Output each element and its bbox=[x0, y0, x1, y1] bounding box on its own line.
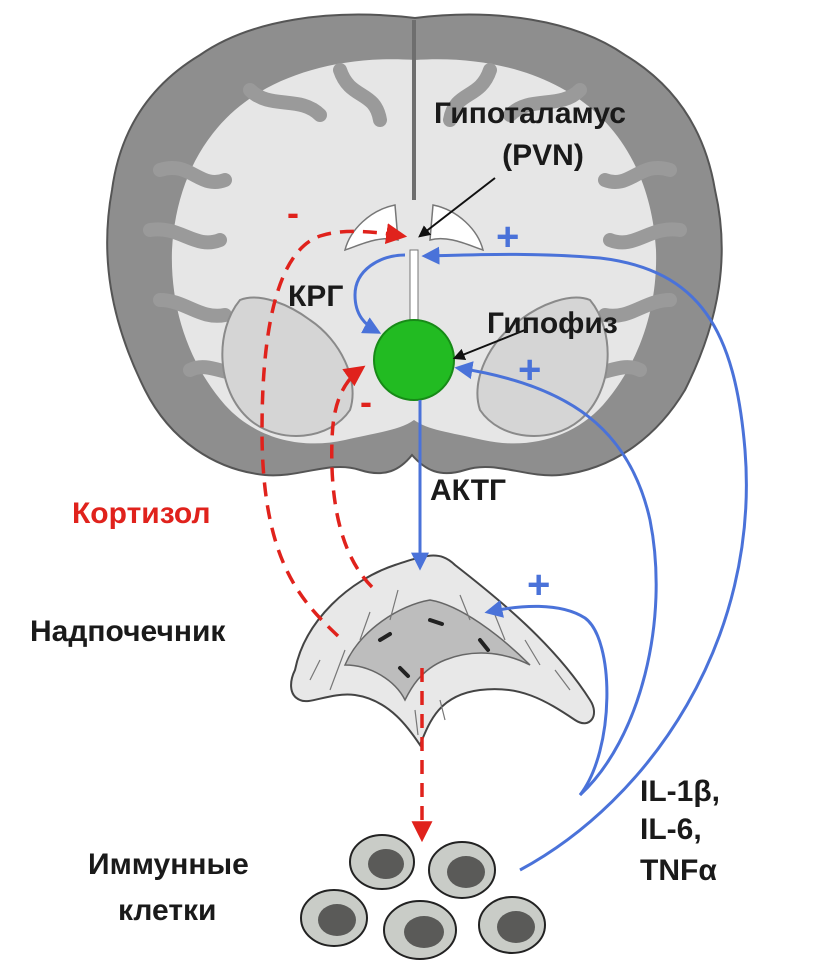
adrenal-label: Надпочечник bbox=[30, 615, 226, 648]
minus-sign-hypothalamus: - bbox=[287, 192, 299, 233]
immune-cell bbox=[300, 889, 368, 947]
inhibition-arrows bbox=[260, 223, 433, 843]
immune-cell bbox=[428, 841, 496, 899]
immune-cell bbox=[383, 900, 457, 960]
plus-sign-pituitary: + bbox=[518, 348, 541, 392]
adrenal-gland bbox=[290, 554, 595, 748]
ventricle-right bbox=[429, 204, 485, 252]
plus-sign-adrenal: + bbox=[527, 563, 550, 607]
crh-label: КРГ bbox=[288, 280, 343, 313]
cortisol-to-pituitary-arrow bbox=[330, 365, 374, 589]
pituitary-gland bbox=[373, 319, 455, 401]
acth-label: АКТГ bbox=[430, 474, 506, 507]
minus-sign-pituitary: - bbox=[360, 381, 372, 422]
crh-arrow bbox=[353, 253, 406, 334]
adrenal-veins bbox=[378, 618, 490, 678]
cortisol-to-hypothalamus-arrow bbox=[260, 223, 408, 638]
stimulation-arrows bbox=[353, 246, 748, 872]
hypothalamus-subtitle: (PVN) bbox=[502, 139, 584, 172]
plus-sign-hypothalamus: + bbox=[496, 215, 519, 259]
brain-section bbox=[106, 13, 723, 477]
hypothalamus-label: Гипоталамус bbox=[434, 97, 626, 130]
cytokines-label-1: IL-1β, bbox=[640, 775, 720, 808]
third-ventricle bbox=[409, 249, 419, 331]
pituitary-label: Гипофиз bbox=[487, 307, 618, 340]
pointer-hypothalamus bbox=[418, 177, 496, 238]
cortisol-label: Кортизол bbox=[72, 497, 211, 530]
adrenal-medulla bbox=[343, 599, 531, 702]
cytokines-label-3: TNFα bbox=[640, 854, 717, 887]
cytokine-to-adrenal-arrow bbox=[484, 600, 609, 796]
cytokines-label-2: IL-6, bbox=[640, 813, 702, 846]
gyri-folds bbox=[143, 63, 687, 381]
immune-cells-label: Иммунные bbox=[88, 848, 249, 881]
cytokine-to-hypothalamus-arrow bbox=[421, 246, 748, 872]
pointer-pituitary bbox=[452, 329, 526, 361]
immune-cells bbox=[300, 834, 546, 960]
immune-cell bbox=[478, 896, 546, 954]
temporal-lobe-left bbox=[221, 296, 354, 437]
adrenal-texture bbox=[309, 589, 571, 736]
immune-cells-label-2: клетки bbox=[118, 894, 216, 927]
cytokine-to-pituitary-arrow bbox=[454, 361, 658, 797]
temporal-lobe-right bbox=[476, 296, 609, 437]
immune-cell bbox=[349, 834, 415, 890]
